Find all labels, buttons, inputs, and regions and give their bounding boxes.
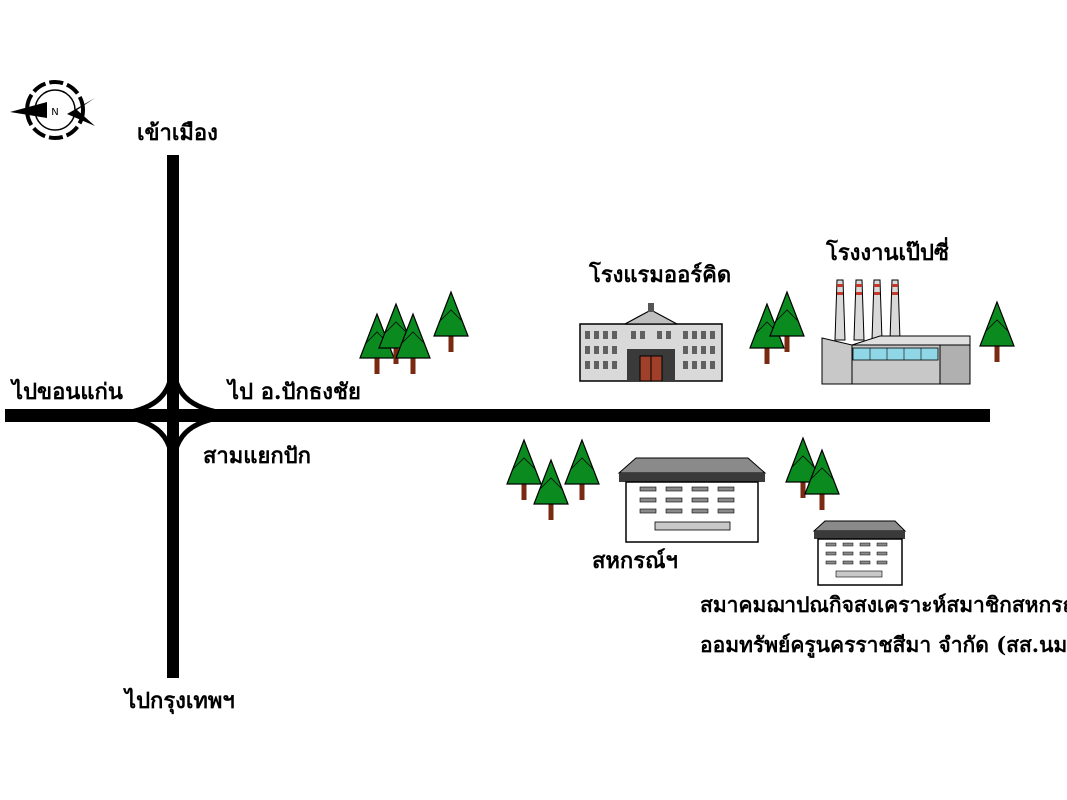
tree-icon — [433, 291, 469, 353]
cooperative-building-icon — [617, 457, 767, 543]
interchange-ramps — [114, 359, 236, 471]
to-city-label: เข้าเมือง — [137, 120, 218, 146]
tree-icon — [979, 301, 1015, 363]
compass-letter: N — [51, 107, 58, 118]
pak-junction-label: สามแยกปัก — [203, 443, 311, 469]
orchid-hotel-label: โรงแรมออร์คิด — [589, 262, 732, 288]
to-bangkok-label: ไปกรุงเทพฯ — [125, 688, 235, 714]
pepsi-factory-label: โรงงานเป๊ปซี่ — [826, 240, 949, 266]
to-khon-kaen-label: ไปขอนแก่น — [12, 379, 123, 405]
tree-icon — [506, 439, 542, 501]
chimneys — [834, 279, 901, 341]
association-label-line2: ออมทรัพย์ครูนครราชสีมา จำกัด (สส.นม.) — [700, 632, 1067, 657]
factory-building-icon — [821, 279, 971, 385]
north-arrow-icon: N — [10, 80, 95, 140]
tree-group-mid — [749, 291, 805, 365]
main-road-vertical — [167, 155, 179, 678]
tree-group-lower-right — [785, 437, 840, 511]
tree-group-left — [359, 291, 469, 375]
to-pak-thong-chai-label: ไป อ.ปักธงชัย — [228, 379, 361, 405]
main-road-horizontal — [5, 409, 990, 422]
road-network — [5, 155, 990, 678]
tree-icon — [533, 459, 569, 521]
cooperative-label: สหกรณ์ฯ — [592, 548, 678, 574]
association-building-icon — [812, 520, 907, 586]
tree-icon — [564, 439, 600, 501]
association-label-line1: สมาคมฌาปณกิจสงเคราะห์สมาชิกสหกรณ์ — [700, 592, 1067, 617]
tree-group-right — [979, 301, 1015, 363]
tree-group-lower-left — [506, 439, 600, 521]
hotel-building-icon — [579, 303, 723, 382]
